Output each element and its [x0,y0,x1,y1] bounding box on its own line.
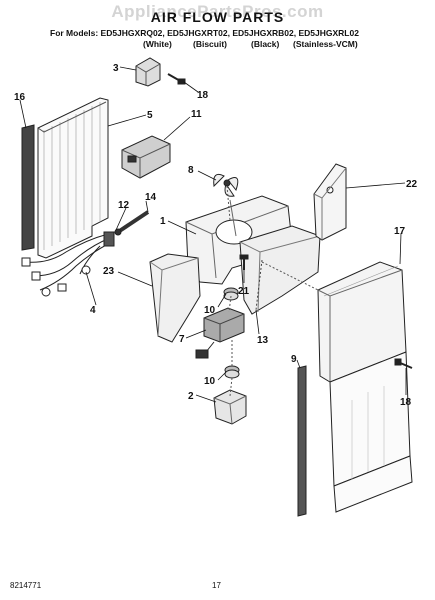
doc-number: 8214771 [10,581,42,590]
callout-5: 5 [147,110,153,121]
finish-white: (White) [143,39,172,49]
callout-21: 21 [238,286,250,297]
finish-black: (Black) [251,39,280,49]
part-16-gasket-strip [21,124,35,251]
callout-10-lower: 10 [204,376,216,387]
callout-4: 4 [90,305,96,316]
callout-3: 3 [113,63,119,74]
part-3-damper-cover [135,57,161,87]
part-7-fan-motor [195,307,245,359]
callout-18-right: 18 [400,397,412,408]
part-10-grommet-upper [223,287,239,301]
callout-13: 13 [257,335,269,346]
callout-12: 12 [118,200,130,211]
part-10-grommet-lower [224,365,240,379]
finish-stainless: (Stainless-VCM) [293,39,358,49]
callout-1: 1 [160,216,166,227]
callout-9: 9 [291,354,297,365]
part-18-screw-right [394,358,413,369]
part-1-fan-housing [185,195,293,285]
callout-17: 17 [394,226,406,237]
finish-biscuit: (Biscuit) [193,39,227,49]
part-13-duct-cover [239,225,321,315]
page-number: 17 [212,581,221,590]
part-8-fan-blade [213,173,239,197]
callout-10-upper: 10 [204,305,216,316]
assembly-lines [226,185,319,397]
callout-11: 11 [191,109,202,120]
callout-22: 22 [406,179,418,190]
part-17-air-tower [317,261,413,513]
part-9-foam-strip [297,365,307,517]
part-2-motor-bracket [213,389,247,425]
callout-14: 14 [145,192,157,203]
callout-2: 2 [188,391,194,402]
part-22-upper-panel [313,163,347,241]
callout-23: 23 [103,266,115,277]
watermark: AppliancePartsPros.com [111,2,324,21]
part-14-thermistor [114,210,150,236]
part-23-air-deflector [149,253,201,343]
callout-8: 8 [188,165,194,176]
part-12-wire-harness [21,231,115,297]
callout-7: 7 [179,334,185,345]
part-5-duct-panel [37,97,109,259]
callout-16: 16 [14,92,26,103]
callout-18-top: 18 [197,90,209,101]
part-21-screw [239,254,249,270]
leader-lines [19,66,407,403]
page-title: AIR FLOW PARTS [150,9,285,25]
models-line: For Models: ED5JHGXRQ02, ED5JHGXRT02, ED… [50,28,359,38]
part-18-screw-top [167,73,186,85]
part-11-control-module [121,135,171,179]
